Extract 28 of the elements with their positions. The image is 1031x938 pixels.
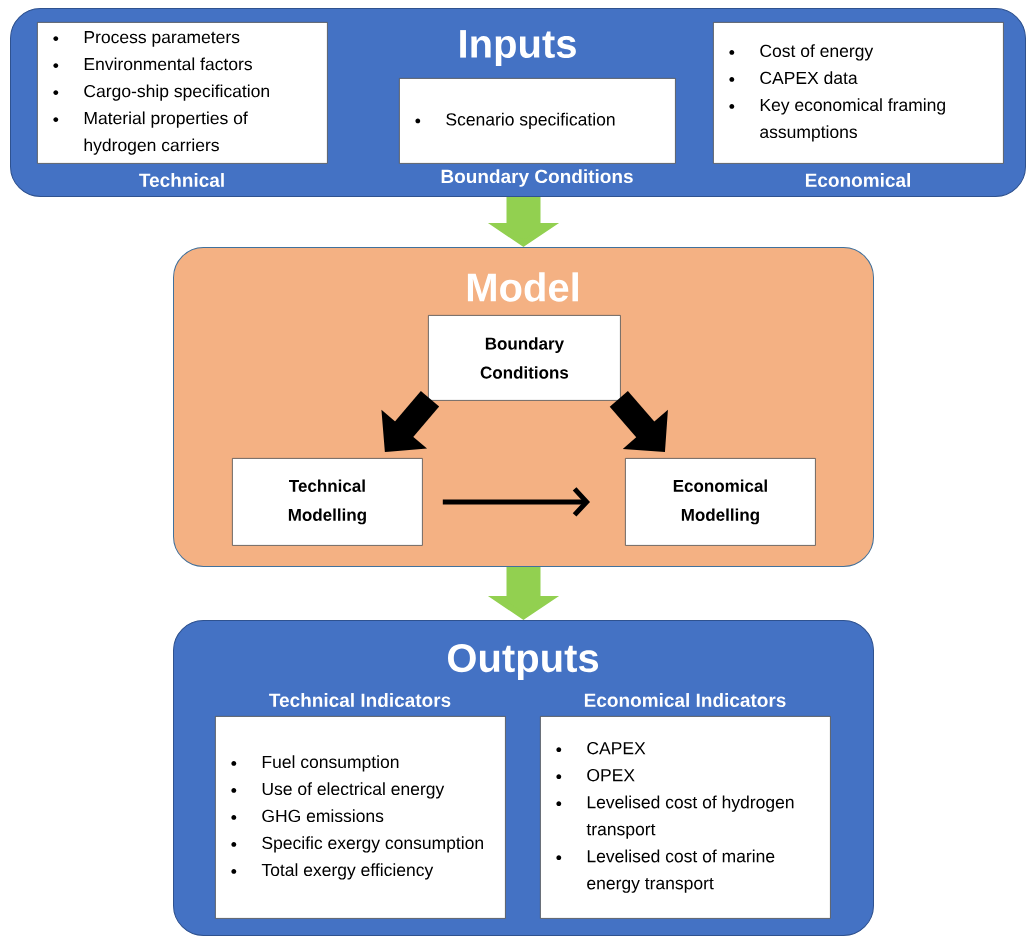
block-arrow bbox=[609, 390, 668, 452]
box-heading: Technical Indicators bbox=[269, 693, 451, 707]
node-label: CAPEX bbox=[587, 741, 646, 755]
node-label: Process parameters bbox=[84, 31, 240, 47]
box-heading: Economical bbox=[805, 173, 910, 187]
node-label: Material properties of hydrogen carriers bbox=[84, 111, 248, 155]
bullet-list-box: Scenario specification bbox=[399, 78, 676, 164]
bullet-list-box: Cost of energy CAPEX data Key economical framing assumptions bbox=[713, 22, 1004, 164]
process-box: Economical Modelling bbox=[625, 458, 816, 546]
node-label: Total exergy efficiency bbox=[261, 863, 434, 880]
process-box: Boundary Conditions bbox=[428, 315, 621, 401]
node-label: GHG emissions bbox=[262, 809, 384, 823]
box-heading: Economical Indicators bbox=[584, 693, 786, 707]
node-label: Fuel consumption bbox=[262, 755, 399, 772]
node-label: Levelised cost of hydrogen transport bbox=[586, 795, 794, 839]
bullet-list-box: Process parameters Environmental factors Cargo-ship specification Material properties of hydrogen carriers bbox=[37, 22, 328, 164]
node-label: Levelised cost of marine energy transport bbox=[587, 849, 775, 893]
process-box: Technical Modelling bbox=[232, 458, 423, 546]
box-heading: Boundary Conditions bbox=[441, 169, 633, 187]
arrow bbox=[442, 487, 590, 517]
node-label: Environmental factors bbox=[84, 57, 252, 71]
box-heading: Technical bbox=[139, 173, 224, 187]
node-label: OPEX bbox=[587, 768, 635, 782]
node-label: Specific exergy consumption bbox=[262, 836, 483, 853]
node-label: Use of electrical energy bbox=[262, 782, 445, 799]
bullet-list-box: CAPEX OPEX Levelised cost of hydrogen transport Levelised cost of marine energy transport bbox=[540, 716, 831, 919]
bullet-list-box: Fuel consumption Use of electrical energy GHG emissions Specific exergy consumption Total exergy efficiency bbox=[215, 716, 506, 919]
node-label: Cargo-ship specification bbox=[84, 84, 269, 101]
